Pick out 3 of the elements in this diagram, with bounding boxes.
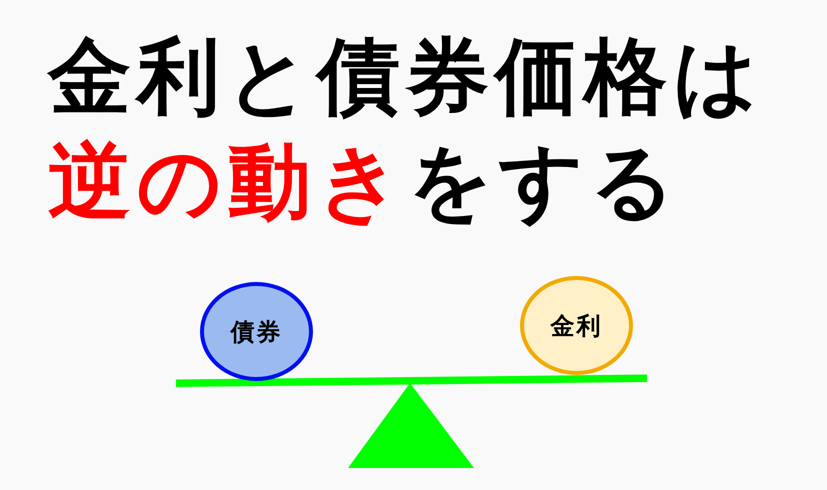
node-label: 金利 bbox=[550, 310, 602, 342]
title: 金利と債券価格は逆の動きをする bbox=[48, 27, 765, 232]
node-label: 債券 bbox=[230, 316, 282, 348]
